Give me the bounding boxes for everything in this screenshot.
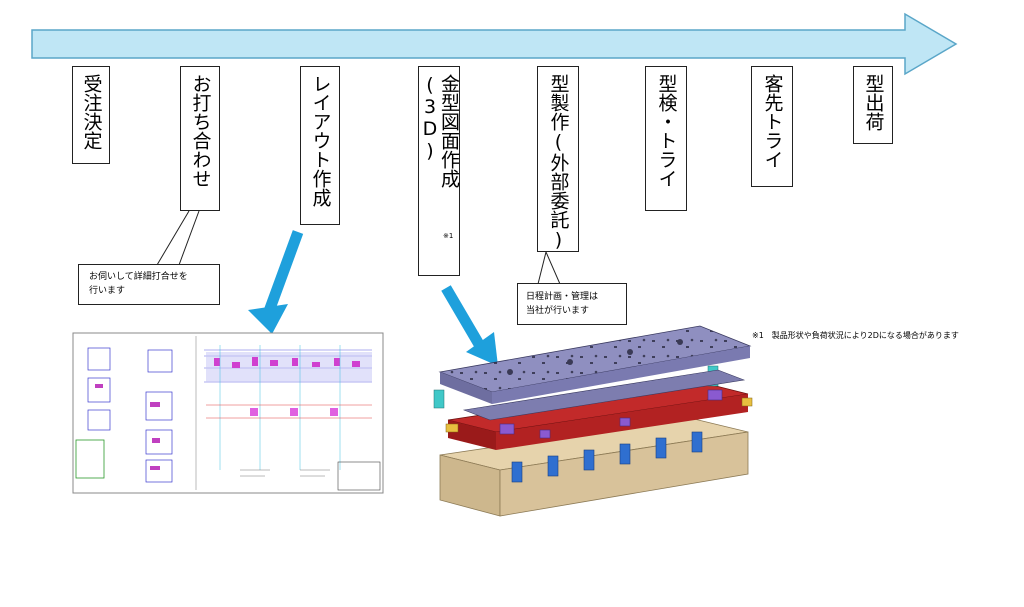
callout-line: 当社が行います — [526, 306, 590, 316]
step-label: 金型図面作成(3D) — [419, 74, 460, 188]
step-label: 受注決定 — [80, 74, 103, 150]
pointer-arrow-layout — [248, 230, 304, 334]
step-die-shipment: 型出荷 — [853, 66, 893, 144]
callout-tail-production — [537, 250, 561, 285]
step-inspection-trial: 型検・トライ — [645, 66, 687, 211]
footnote-mark: ※1 — [443, 232, 454, 240]
step-label: 型出荷 — [862, 74, 885, 131]
layout-drawing-image — [72, 332, 384, 494]
callout-meeting: お伺いして詳細打合せを 行います — [78, 264, 220, 305]
step-label: 型検・トライ — [655, 74, 678, 188]
step-label: 客先トライ — [761, 74, 784, 169]
dimension-note: ※1 製品形状や負荷状況により2Dになる場合があります — [752, 331, 959, 340]
step-customer-trial: 客先トライ — [751, 66, 793, 187]
callout-line: 日程計画・管理は — [526, 292, 599, 302]
step-order-decision: 受注決定 — [72, 66, 110, 164]
step-die-manufacturing: 型製作(外部委託) — [537, 66, 579, 252]
callout-tail-meeting — [156, 210, 200, 266]
step-die-drawing: 金型図面作成(3D) — [418, 66, 460, 276]
step-layout-creation: レイアウト作成 — [300, 66, 340, 225]
callout-line: 行います — [89, 286, 126, 296]
callout-line: お伺いして詳細打合せを — [89, 272, 188, 282]
callout-production: 日程計画・管理は 当社が行います — [517, 283, 627, 325]
timeline-arrow — [31, 12, 958, 76]
step-label: レイアウト作成 — [309, 74, 332, 207]
step-label: 型製作(外部委託) — [547, 74, 570, 251]
die-3d-model-image — [433, 325, 753, 517]
pointer-arrow-3d — [441, 285, 498, 366]
step-label: お打ち合わせ — [189, 74, 212, 188]
step-meeting: お打ち合わせ — [180, 66, 220, 211]
